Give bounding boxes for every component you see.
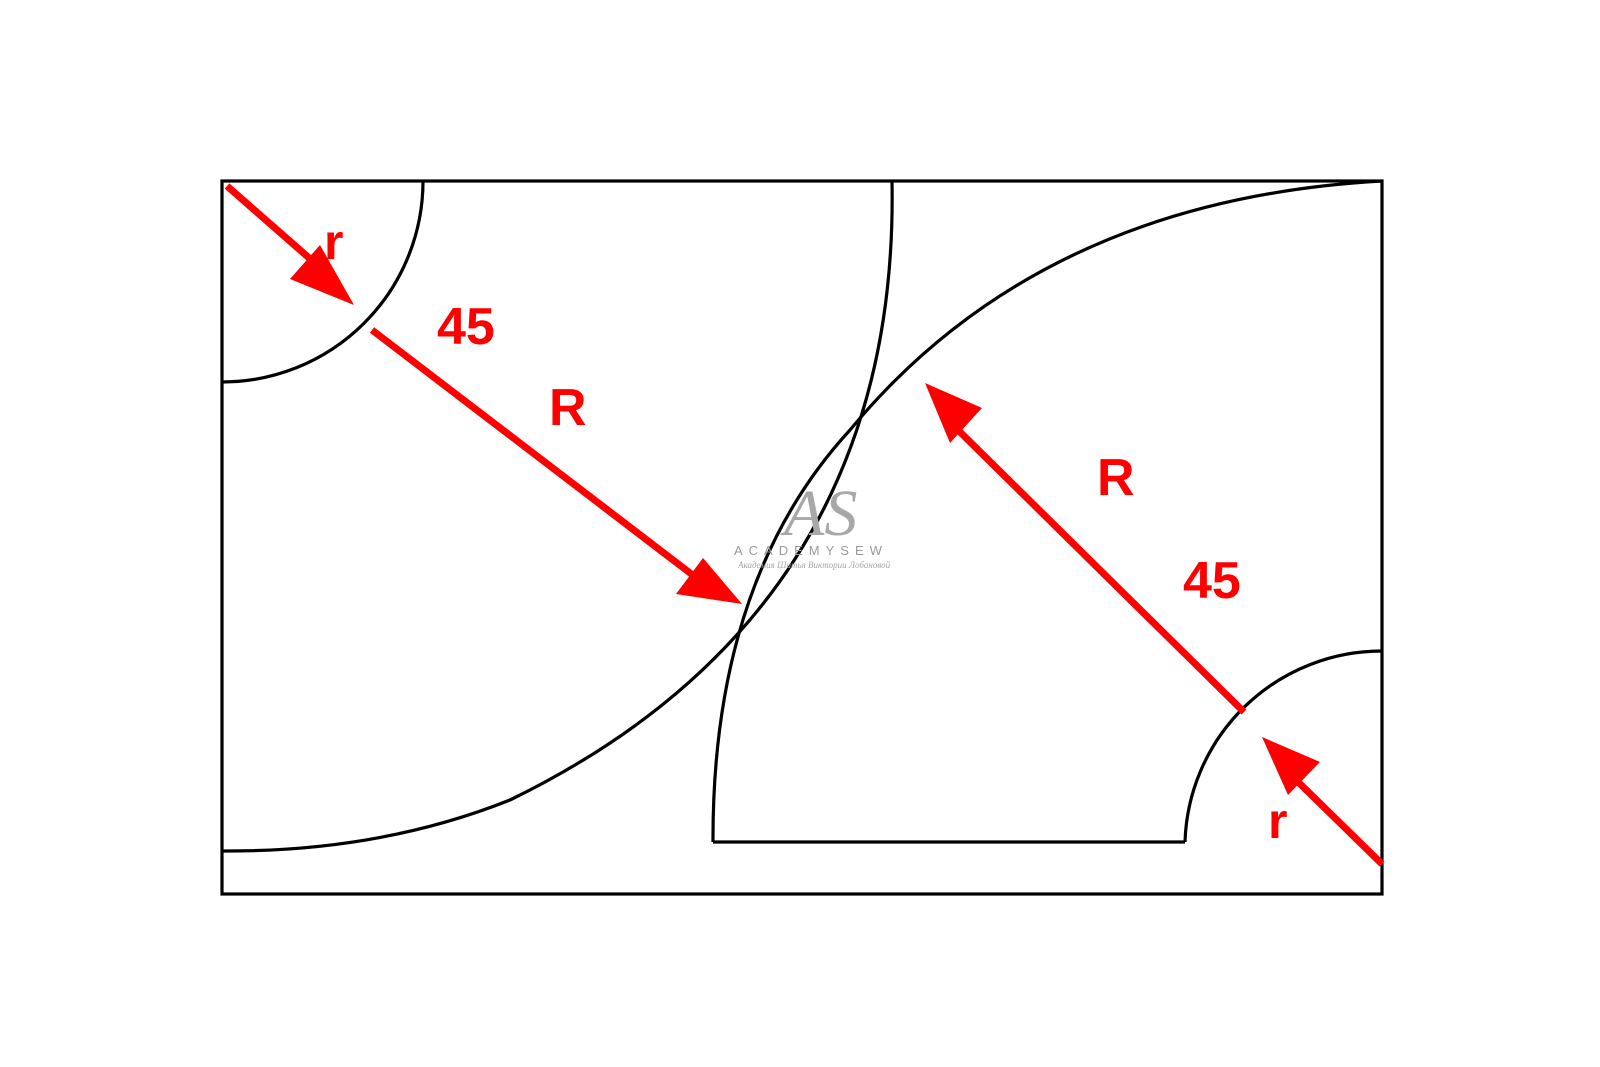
watermark-tagline: Академия Шитья Виктории Лобановой — [737, 560, 891, 570]
top-left-large-radius-arrow — [369, 327, 742, 604]
top-left-small-radius-arrow — [224, 183, 354, 305]
bottom-right-angle-label: 45 — [1183, 552, 1241, 610]
right-piece-waist-arc — [1183, 649, 1383, 843]
watermark-monogram: AS — [780, 477, 857, 550]
fabric-rectangle — [220, 179, 1384, 896]
top-left-angle-label: 45 — [437, 298, 495, 356]
watermark-brand: ACADEMYSEW — [734, 543, 888, 558]
top-left-large-radius-label: R — [549, 379, 587, 437]
left-piece-waist-arc — [221, 180, 425, 384]
right-piece-hem-arc — [711, 179, 1383, 843]
bottom-right-small-radius-arrow — [1262, 737, 1385, 867]
left-piece-hem-arc — [221, 180, 894, 853]
bottom-right-large-radius-arrow — [925, 383, 1247, 715]
academysew-watermark: AS ACADEMYSEW Академия Шитья Виктории Ло… — [734, 477, 891, 570]
bottom-right-large-radius-label: R — [1097, 449, 1135, 507]
bottom-right-small-radius-label: r — [1268, 793, 1287, 849]
top-left-small-radius-label: r — [324, 214, 343, 270]
